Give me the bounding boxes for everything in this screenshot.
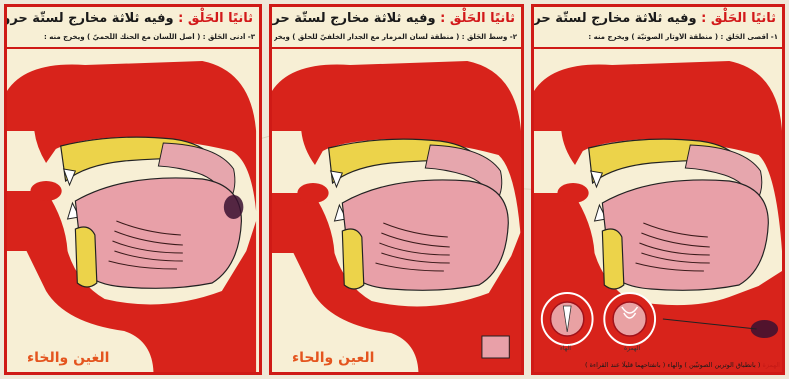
panel-caption: العين والحاء xyxy=(292,350,374,366)
panel-header: ثانيًا الحَلْق : وفيه ثلاثة مخارج لستّة … xyxy=(7,7,259,49)
title-main-part: وفيه ثلاثة مخارج لستّة حروف xyxy=(531,11,697,26)
panel-header: ثانيًا الحَلْق : وفيه ثلاثة مخارج لستّة … xyxy=(534,7,782,49)
inset-label-left: الهاء xyxy=(560,345,571,352)
title-red-part: ثانيًا الحَلْق : xyxy=(440,11,515,26)
panel-caption: الغين والخاء xyxy=(27,350,109,366)
title-main-part: وفيه ثلاثة مخارج لستّة حروف xyxy=(4,11,174,26)
panel-subtitle: ٢- وسط الحَلْق : ( منطقة لسان المزمار مع… xyxy=(274,33,517,41)
panel-middle-throat: ثانيًا الحَلْق : وفيه ثلاثة مخارج لستّة … xyxy=(269,4,524,375)
vocal-tract-illustration xyxy=(534,51,782,375)
panel-title: ثانيًا الحَلْق : وفيه ثلاثة مخارج لستّة … xyxy=(538,11,776,26)
header-divider xyxy=(7,47,259,49)
header-divider xyxy=(534,47,782,49)
title-red-part: ثانيًا الحَلْق : xyxy=(178,11,253,26)
panel-lower-throat: ثانيًا الحَلْق : وفيه ثلاثة مخارج لستّة … xyxy=(4,4,262,375)
inset-label-right: الهمزة xyxy=(624,345,640,352)
vocal-tract-illustration xyxy=(272,51,521,375)
title-main-part: وفيه ثلاثة مخارج لستّة حروف xyxy=(269,11,436,26)
panel-subtitle: ١- أقصى الحَلْق : ( منطقة الأوتار الصوتي… xyxy=(536,33,778,41)
note-main-part: ( بانطباق الوترين الصوتيّين ) والهاء ( ب… xyxy=(585,361,760,369)
panel-title: ثانيًا الحَلْق : وفيه ثلاثة مخارج لستّة … xyxy=(276,11,515,26)
note-red-part: الهمزة xyxy=(762,361,780,369)
vocal-tract-illustration xyxy=(7,51,259,375)
panel-subtitle: ٣- أدنى الحَلْق : ( أصل اللّسان مع الحنك… xyxy=(9,33,255,41)
larynx-inset-open xyxy=(542,293,593,345)
panel-bottom-note: الهمزة ( بانطباق الوترين الصوتيّين ) وال… xyxy=(536,361,780,369)
title-red-part: ثانيًا الحَلْق : xyxy=(701,11,776,26)
panel-upper-throat: ثانيًا الحَلْق : وفيه ثلاثة مخارج لستّة … xyxy=(531,4,785,375)
panel-title: ثانيًا الحَلْق : وفيه ثلاثة مخارج لستّة … xyxy=(11,11,253,26)
header-divider xyxy=(272,47,521,49)
panel-header: ثانيًا الحَلْق : وفيه ثلاثة مخارج لستّة … xyxy=(272,7,521,49)
larynx-inset-closed xyxy=(604,293,655,345)
